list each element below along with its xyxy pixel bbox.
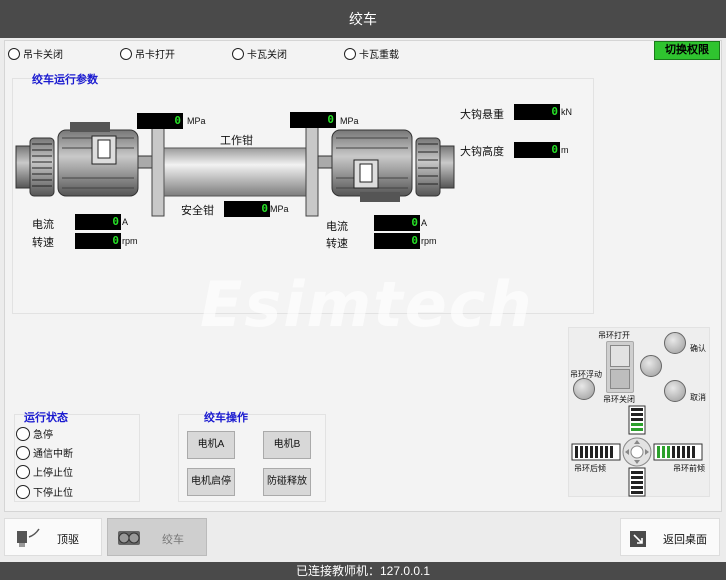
radio-label: 吊卡关闭 xyxy=(23,50,63,61)
right-current-unit: A xyxy=(421,218,428,228)
right-speed-unit: rpm xyxy=(421,236,437,246)
radio-circle[interactable] xyxy=(232,47,244,60)
safety-clamp-value: 0 xyxy=(224,201,270,217)
status-indicator xyxy=(16,464,30,479)
status-label: 上停止位 xyxy=(33,468,73,479)
status-label: 急停 xyxy=(33,430,53,441)
nav-drawworks-label: 绞车 xyxy=(162,534,184,546)
tilt-back-label: 吊环后倾 xyxy=(574,464,606,473)
watermark: Esimtech xyxy=(200,268,534,341)
elevator-float-button[interactable] xyxy=(573,378,595,400)
joystick-left-bar xyxy=(571,443,621,461)
rocker-lower xyxy=(610,369,630,389)
left-speed-label: 转速 xyxy=(32,237,54,249)
anti-collision-release-button[interactable]: 防碰释放 xyxy=(263,468,311,496)
ops-title: 绞车操作 xyxy=(204,412,248,424)
elevator-open-label: 吊环打开 xyxy=(598,331,630,340)
status-indicator xyxy=(16,484,30,499)
left-current-value: 0 xyxy=(75,214,121,230)
left-speed-unit: rpm xyxy=(122,236,138,246)
radio-slips-heavy[interactable]: 卡瓦重载 xyxy=(344,46,399,61)
hook-load-label: 大钩悬重 xyxy=(460,109,504,121)
joystick-up-bar xyxy=(628,405,646,435)
left-pressure-value: 0 xyxy=(137,113,183,129)
radio-circle[interactable] xyxy=(8,47,20,60)
hook-load-value: 0 xyxy=(514,104,560,120)
radio-circle[interactable] xyxy=(344,47,356,60)
nav-drawworks-button[interactable]: 绞车 xyxy=(107,518,207,556)
elevator-rocker-switch[interactable] xyxy=(606,341,634,393)
status-upper-stop: 上停止位 xyxy=(16,464,73,479)
right-current-label: 电流 xyxy=(326,221,348,233)
status-lower-stop: 下停止位 xyxy=(16,484,73,499)
left-speed-value: 0 xyxy=(75,233,121,249)
radio-slips-close[interactable]: 卡瓦关闭 xyxy=(232,46,287,61)
center-button[interactable] xyxy=(640,355,662,377)
radio-label: 卡瓦关闭 xyxy=(247,50,287,61)
elevator-close-label: 吊环关闭 xyxy=(603,395,635,404)
tilt-joystick[interactable] xyxy=(570,404,708,498)
back-to-desktop-button[interactable]: 返回桌面 xyxy=(620,518,720,556)
tilt-front-label: 吊环前倾 xyxy=(673,464,705,473)
radio-label: 卡瓦重载 xyxy=(359,50,399,61)
hook-height-unit: m xyxy=(561,145,569,155)
status-label: 下停止位 xyxy=(33,488,73,499)
right-speed-label: 转速 xyxy=(326,238,348,250)
confirm-button[interactable] xyxy=(664,332,686,354)
confirm-label: 确认 xyxy=(690,344,706,353)
right-speed-value: 0 xyxy=(374,233,420,249)
connection-status: 已连接教师机：127.0.0.1 xyxy=(0,562,726,580)
switch-permission-button[interactable]: 切换权限 xyxy=(654,41,720,60)
right-pressure-value: 0 xyxy=(290,112,336,128)
motor-b-button[interactable]: 电机B xyxy=(263,431,311,459)
window-title: 绞车 xyxy=(0,0,726,38)
hook-load-unit: kN xyxy=(561,107,572,117)
status-estop: 急停 xyxy=(16,426,53,441)
rocker-upper xyxy=(610,345,630,367)
status-label: 通信中断 xyxy=(33,449,73,460)
status-indicator xyxy=(16,426,30,441)
right-current-value: 0 xyxy=(374,215,420,231)
hook-height-label: 大钩高度 xyxy=(460,146,504,158)
motor-a-button[interactable]: 电机A xyxy=(187,431,235,459)
back-arrow-icon xyxy=(630,531,646,547)
status-indicator xyxy=(16,445,30,460)
motor-start-stop-button[interactable]: 电机启停 xyxy=(187,468,235,496)
status-panel xyxy=(14,414,140,502)
radio-circle[interactable] xyxy=(120,47,132,60)
elevator-float-label: 吊环浮动 xyxy=(570,370,602,379)
hook-height-value: 0 xyxy=(514,142,560,158)
drawworks-icon xyxy=(118,531,140,545)
back-to-desktop-label: 返回桌面 xyxy=(663,534,707,546)
drawworks-illustration xyxy=(15,121,455,217)
params-title: 绞车运行参数 xyxy=(32,74,98,86)
nav-topdrive-label: 顶驱 xyxy=(57,534,79,546)
nav-topdrive-button[interactable]: 顶驱 xyxy=(4,518,102,556)
radio-elevator-close[interactable]: 吊卡关闭 xyxy=(8,46,63,61)
cancel-label: 取消 xyxy=(690,393,706,402)
left-current-label: 电流 xyxy=(32,219,54,231)
safety-clamp-label: 安全钳 xyxy=(181,205,214,217)
cancel-button[interactable] xyxy=(664,380,686,402)
left-pressure-unit: MPa xyxy=(187,116,206,126)
radio-label: 吊卡打开 xyxy=(135,50,175,61)
safety-clamp-unit: MPa xyxy=(270,204,289,214)
right-pressure-unit: MPa xyxy=(340,116,359,126)
joystick-right-bar xyxy=(653,443,703,461)
work-clamp-label: 工作钳 xyxy=(220,135,253,147)
status-title: 运行状态 xyxy=(24,412,68,424)
left-current-unit: A xyxy=(122,217,129,227)
status-comm-loss: 通信中断 xyxy=(16,445,73,460)
topdrive-icon xyxy=(17,528,40,547)
joystick-down-bar xyxy=(628,467,646,497)
radio-elevator-open[interactable]: 吊卡打开 xyxy=(120,46,175,61)
